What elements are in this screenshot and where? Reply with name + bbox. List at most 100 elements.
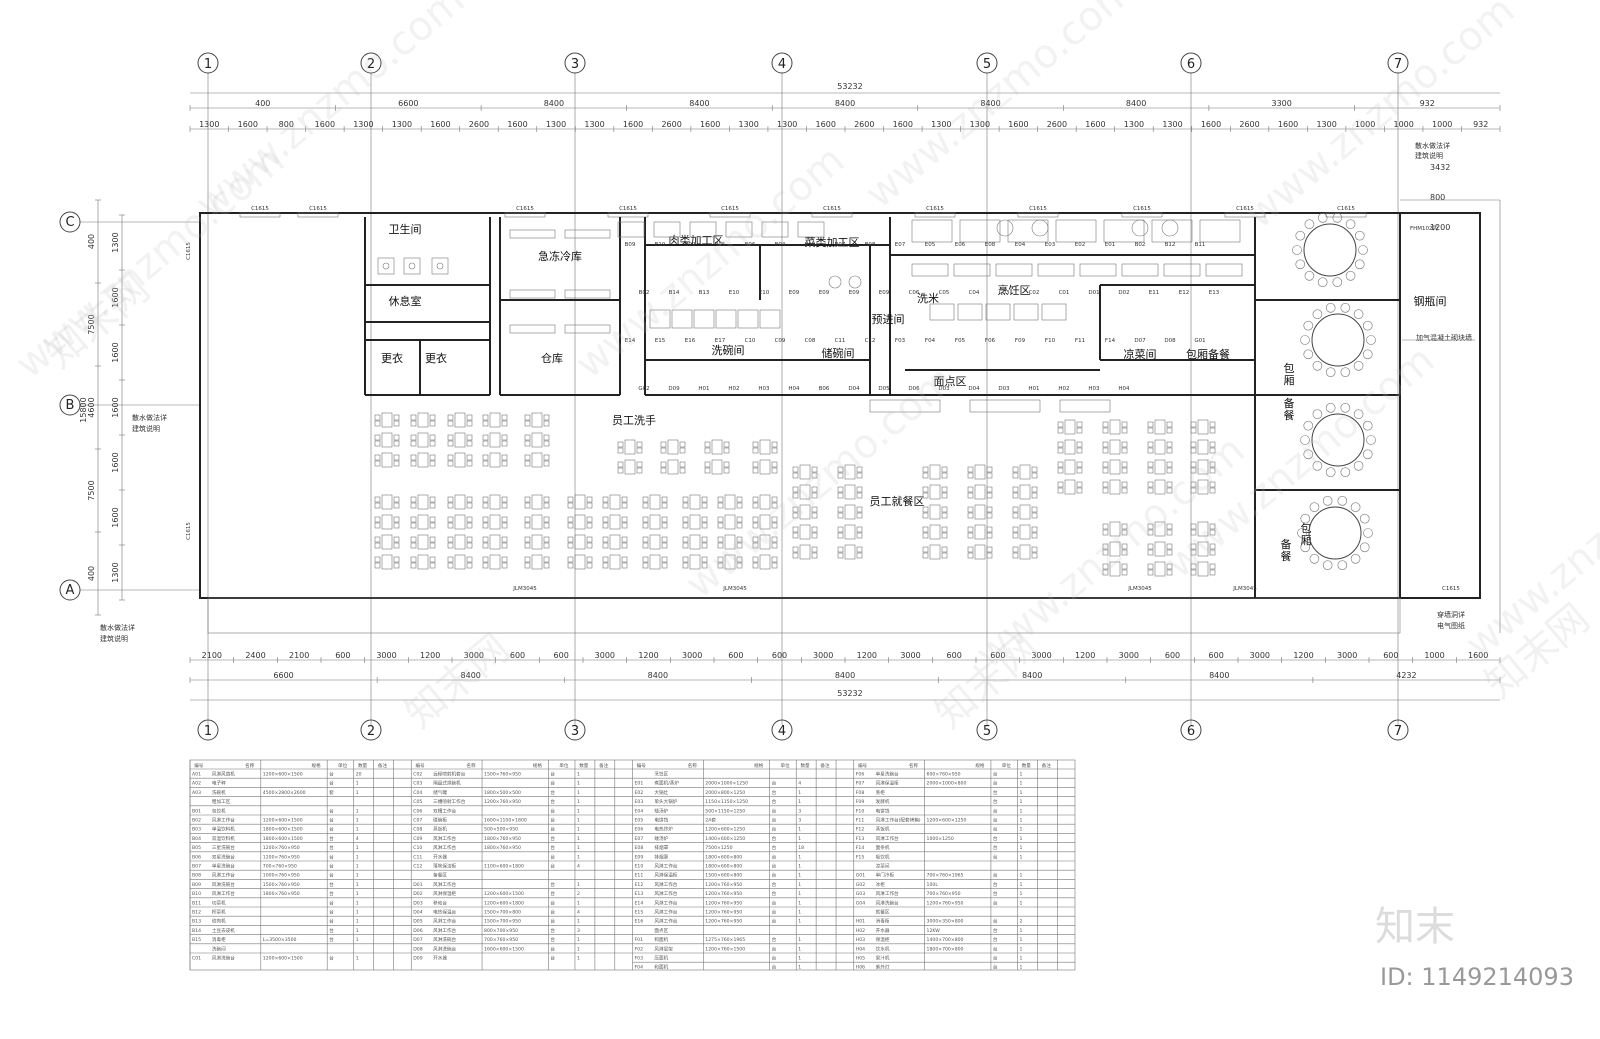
schedule-cell: 排烟罩 xyxy=(654,844,668,851)
chair xyxy=(661,562,668,569)
schedule-cell: 台 xyxy=(993,881,998,888)
schedule-cell: D05 xyxy=(413,919,422,925)
room-label-dining: 员工就餐区 xyxy=(870,494,925,508)
schedule-cell: 台 xyxy=(550,807,555,814)
schedule-cell: 台 xyxy=(329,771,334,778)
chair xyxy=(501,460,508,467)
equipment-code: C12 xyxy=(865,338,876,344)
chair xyxy=(941,512,948,519)
equipment-code: C09 xyxy=(775,338,786,344)
chair xyxy=(1012,486,1019,493)
equipment-code: C06 xyxy=(909,290,920,296)
schedule-header: 备注 xyxy=(1042,762,1052,769)
chair xyxy=(602,556,609,563)
schedule-cell: 套 xyxy=(329,789,334,796)
dining-table xyxy=(417,554,429,570)
schedule-cell: 台 xyxy=(550,771,555,778)
schedule-cell: 台 xyxy=(993,798,998,805)
worktable xyxy=(1163,263,1201,277)
chair xyxy=(642,536,649,543)
dining-table xyxy=(489,534,501,550)
dining-table xyxy=(454,514,466,530)
chair xyxy=(1147,481,1154,488)
chair xyxy=(771,516,778,523)
chair xyxy=(482,516,489,523)
chair xyxy=(1190,447,1197,454)
dining-table xyxy=(667,439,679,455)
chair xyxy=(986,512,993,519)
schedule-cell: 1400×600×1250 xyxy=(705,836,745,842)
dim-top-row1-label: 932 xyxy=(1420,99,1435,108)
chair xyxy=(704,447,711,454)
schedule-cell: 1 xyxy=(798,790,801,796)
equipment-code: H04 xyxy=(1118,386,1130,392)
schedule-cell: 风淋工作台 xyxy=(433,881,456,888)
dim-top-row2-label: 1600 xyxy=(623,120,643,129)
note-wallhole: 穿墙洞详 xyxy=(1437,610,1465,619)
chair xyxy=(1147,461,1154,468)
chair xyxy=(586,536,593,543)
chair xyxy=(429,460,436,467)
schedule-cell: 1 xyxy=(798,946,801,952)
chair xyxy=(1031,532,1038,539)
equipment-code: D06 xyxy=(908,386,920,392)
dining-table xyxy=(1197,439,1209,455)
dining-table xyxy=(381,494,393,510)
dining-table xyxy=(381,452,393,468)
room-label-serve2-char: 餐 xyxy=(1281,549,1292,563)
schedule-cell: 1200×760×950 xyxy=(705,919,742,925)
chair xyxy=(410,522,417,529)
dim-top-row2-label: 1600 xyxy=(1201,120,1221,129)
schedule-cell: 蒸柜 xyxy=(876,789,886,796)
chair xyxy=(642,496,649,503)
axis-bubble-bottom xyxy=(976,719,998,741)
dining-table xyxy=(724,514,736,530)
schedule-cell: 1 xyxy=(798,827,801,833)
schedule-cell: 单星洗碗台 xyxy=(876,771,899,778)
equipment-code: F09 xyxy=(1015,338,1026,344)
equipment-code: B09 xyxy=(625,242,636,248)
equipment-code: E01 xyxy=(1105,242,1115,248)
schedule-cell: 4 xyxy=(356,836,359,842)
chair xyxy=(621,556,628,563)
schedule-cell: 1200×600×1500 xyxy=(263,818,303,824)
schedule-cell: 绞肉机 xyxy=(212,918,226,925)
chair xyxy=(704,441,711,448)
schedule-cell: 1 xyxy=(577,836,580,842)
chair xyxy=(524,542,531,549)
room-label-change1: 更衣 xyxy=(381,351,403,365)
schedule-cell: 1 xyxy=(577,772,580,778)
schedule-cell: 洗碗机 xyxy=(212,789,226,796)
schedule-cell: 开水器 xyxy=(876,927,890,934)
schedule-cell: G04 xyxy=(856,900,865,906)
chair xyxy=(524,414,531,421)
chair xyxy=(792,546,799,553)
dim-bottom-row1-label: 2400 xyxy=(245,651,265,660)
schedule-cell: 3 xyxy=(798,808,801,814)
chair xyxy=(543,542,550,549)
warmer-counter xyxy=(1059,399,1111,413)
chair xyxy=(1209,549,1216,556)
dining-table xyxy=(609,534,621,550)
schedule-cell: 100L xyxy=(927,882,939,888)
schedule-cell: 面条机 xyxy=(876,844,890,851)
chair xyxy=(679,441,686,448)
schedule-cell: 台 xyxy=(329,890,334,897)
schedule-cell: 1500×760×950 xyxy=(484,772,521,778)
chair xyxy=(1147,487,1154,494)
chair xyxy=(410,562,417,569)
chair xyxy=(1190,421,1197,428)
chair xyxy=(466,562,473,569)
schedule-cell: 双温饮料机 xyxy=(212,835,235,842)
chair xyxy=(524,434,531,441)
chair xyxy=(856,466,863,473)
chair xyxy=(543,454,550,461)
axis-bubble-top xyxy=(197,52,219,74)
round-chair xyxy=(1317,213,1328,223)
schedule-cell: 1000×760×950 xyxy=(263,873,300,879)
window-mark xyxy=(914,212,956,218)
chair xyxy=(447,460,454,467)
chair xyxy=(586,516,593,523)
chair xyxy=(837,512,844,519)
schedule-cell: 电热炸炉 xyxy=(654,826,673,833)
